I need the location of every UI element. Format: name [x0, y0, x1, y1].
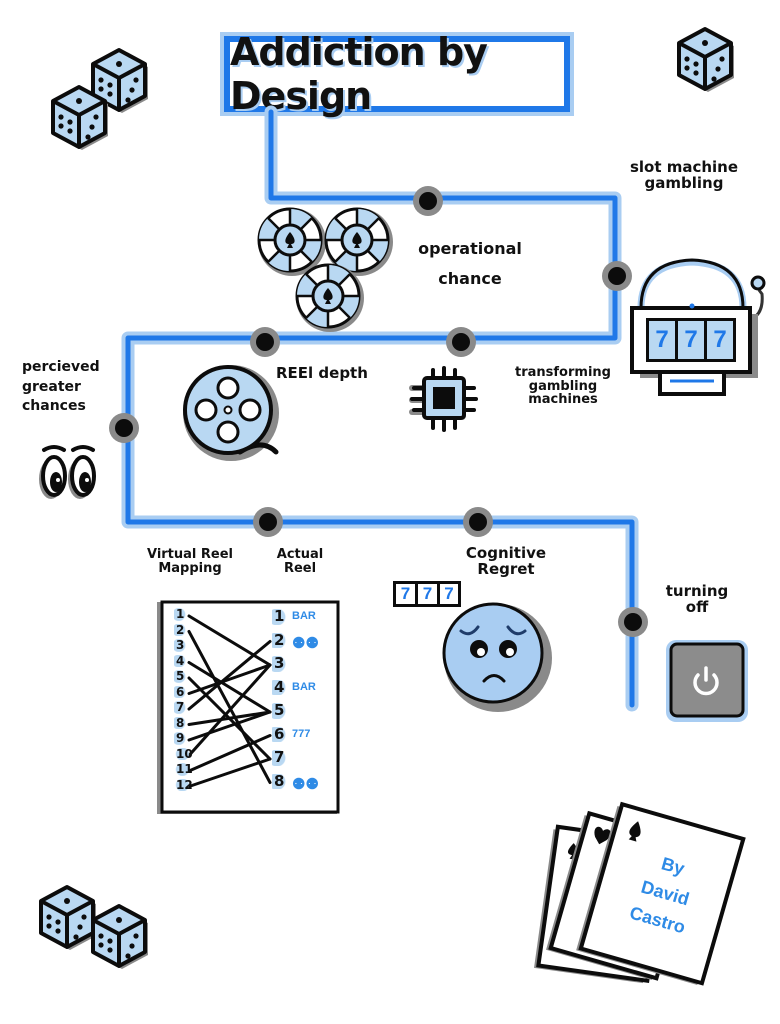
actual-stop: 3 [272, 654, 287, 672]
virtual-stop: 4 [174, 653, 187, 668]
dice-pair-top-left-icon [51, 48, 150, 152]
eyes-icon [39, 445, 96, 499]
node-virtual-reel-mapping[interactable] [253, 507, 283, 537]
actual-stop: 6 [272, 724, 287, 743]
playing-cards-icon [534, 801, 746, 986]
virtual-stop: 8 [174, 715, 187, 730]
mapping-link [187, 661, 272, 714]
virtual-stop: 7 [174, 700, 187, 714]
regret-reels-icon [393, 581, 461, 607]
virtual-stop: 11 [174, 762, 195, 776]
mapping-link [187, 630, 272, 784]
label-slot-machine-gambling: slot machine gambling [629, 158, 739, 192]
poker-chips-icon [256, 206, 395, 334]
virtual-stop: 1 [174, 607, 187, 621]
label-virtual-reel-mapping: Virtual Reel Mapping [146, 547, 234, 576]
mapping-link [187, 734, 272, 773]
virtual-stop: 10 [174, 746, 195, 761]
cherries-icon: ⚉⚉ [292, 634, 319, 652]
sad-face-icon [442, 602, 552, 712]
label-reel-depth: REEl depth [276, 364, 368, 382]
reel-symbol: BAR [292, 610, 316, 622]
film-reel-icon [183, 365, 279, 461]
reel-symbol: BAR [292, 680, 316, 693]
mapping-link [187, 663, 272, 757]
node-operational-chance[interactable] [413, 186, 443, 216]
node-cognitive-regret[interactable] [463, 507, 493, 537]
label-operational-chance: operational chance [418, 239, 522, 289]
actual-stop: 5 [272, 701, 287, 719]
die-top-right-icon [677, 27, 736, 94]
node-slot-machine-gambling[interactable] [602, 261, 632, 291]
virtual-stop: 9 [174, 731, 187, 745]
regret-reel-2: 7 [422, 584, 433, 603]
mapping-link [187, 757, 272, 788]
label-turning-off: turning off [665, 582, 729, 616]
slot-reel-3: 7 [713, 326, 727, 353]
virtual-stop: 12 [174, 777, 195, 792]
power-button-icon[interactable] [666, 640, 748, 722]
label-actual-reel: Actual Reel [276, 547, 324, 576]
node-turning-off[interactable] [618, 607, 648, 637]
node-transforming-machines[interactable] [446, 327, 476, 357]
slot-reel-2: 7 [684, 326, 698, 353]
cherries-icon: ⚉⚉ [292, 775, 319, 793]
virtual-stop: 5 [174, 669, 187, 683]
page-title: Addiction by Design [230, 30, 488, 118]
microchip-icon [409, 366, 478, 432]
flow-nodes [109, 186, 648, 637]
regret-reel-1: 7 [400, 584, 411, 603]
node-percieved-chances[interactable] [109, 413, 139, 443]
virtual-stop: 2 [174, 622, 187, 637]
label-transforming-machines: transforming gambling machines [515, 365, 611, 408]
virtual-stop: 6 [174, 684, 187, 699]
mapping-link [187, 710, 272, 726]
label-cognitive-regret: Cognitive Regret [465, 544, 547, 578]
actual-stop: 2 [272, 630, 287, 649]
regret-reel-3: 7 [444, 584, 454, 603]
dice-pair-bottom-left-icon [39, 885, 150, 971]
mapping-link [187, 710, 272, 742]
title-box: Addiction by Design [224, 30, 570, 118]
actual-stop: 4 [272, 677, 287, 696]
mapping-link [187, 663, 272, 695]
reel-symbol: 777 [292, 727, 311, 740]
label-percieved-chances: percieved greater chances [22, 359, 100, 415]
actual-stop: 8 [272, 771, 287, 790]
reel-mapping-lines [187, 614, 272, 788]
slot-machine-icon [630, 258, 766, 396]
flow-line [125, 109, 635, 708]
virtual-stop: 3 [174, 638, 187, 652]
node-reel-depth[interactable] [250, 327, 280, 357]
slot-reel-1: 7 [655, 326, 669, 353]
mapping-link [187, 640, 272, 711]
actual-stop: 1 [272, 607, 287, 625]
mapping-link [187, 614, 272, 667]
actual-stop: 7 [272, 748, 287, 766]
